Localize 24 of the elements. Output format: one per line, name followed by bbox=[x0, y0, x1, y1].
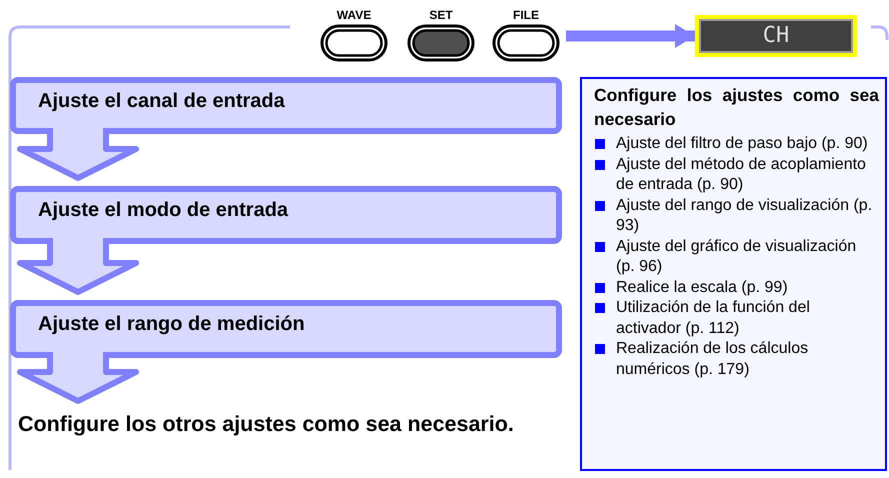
list-item: Ajuste del método de acoplamiento de entrada (p. 90) bbox=[594, 154, 879, 196]
note-panel bbox=[580, 77, 887, 471]
list-item: Ajuste del filtro de paso bajo (p. 90) bbox=[594, 134, 879, 154]
list-item: Ajuste del rango de visualización (p. 93) bbox=[594, 196, 879, 236]
key-label: FILE bbox=[512, 8, 540, 22]
key-label: WAVE bbox=[336, 8, 372, 22]
process-box bbox=[10, 300, 562, 358]
block-arrow bbox=[17, 125, 139, 181]
step-text: Ajuste el canal de entrada bbox=[38, 90, 285, 113]
result-text: Configure los otros ajustes como sea necesario. bbox=[18, 411, 515, 438]
arrow bbox=[566, 24, 695, 48]
block-arrow bbox=[17, 349, 139, 404]
key-label: SET bbox=[428, 8, 454, 22]
list-item: Ajuste del gráfico de visualización (p. 96) bbox=[594, 236, 879, 278]
panel-heading: Configure los ajustes como sea necesario bbox=[594, 84, 879, 131]
list-item: Utilización de la función del activador (p. 112) bbox=[594, 298, 879, 339]
process-box bbox=[10, 186, 562, 244]
key-label: CH bbox=[699, 19, 853, 53]
block-arrow bbox=[17, 235, 139, 295]
list-item: Realización de los cálculos numéricos (p. 179) bbox=[594, 339, 879, 380]
process-box bbox=[10, 77, 562, 134]
step-text: Ajuste el rango de medición bbox=[38, 313, 305, 336]
list-item: Realice la escala (p. 99) bbox=[594, 278, 879, 298]
step-text: Ajuste el modo de entrada bbox=[38, 199, 288, 222]
